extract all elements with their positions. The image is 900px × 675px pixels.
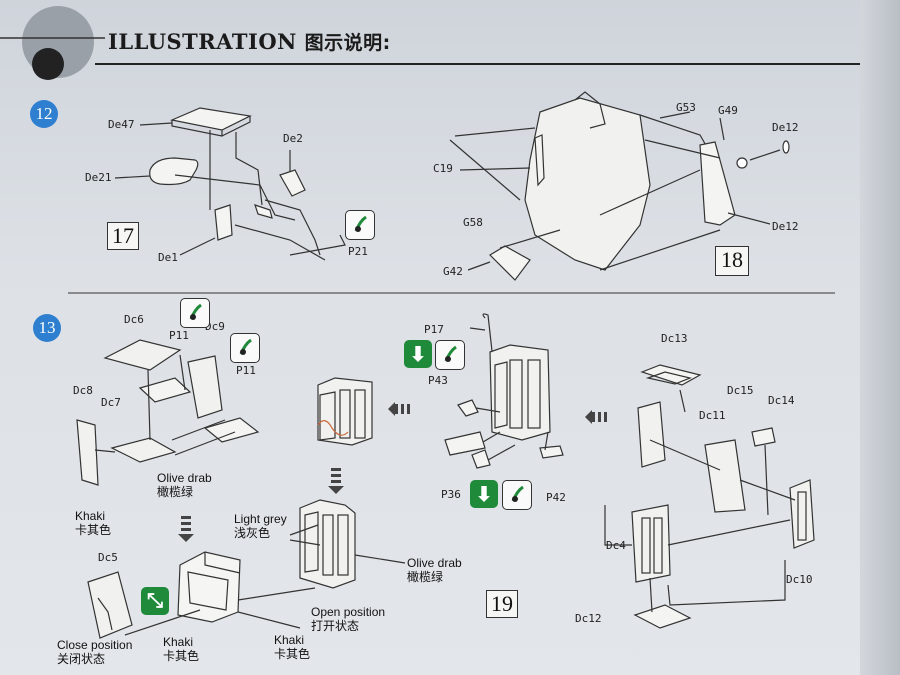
paint-callout-olive-drab: Olive drab 橄榄绿 bbox=[157, 471, 212, 499]
figure-number-19: 19 bbox=[486, 590, 518, 618]
part-label: P43 bbox=[428, 374, 448, 387]
part-label: Dc13 bbox=[661, 332, 688, 345]
title-cn: 图示说明: bbox=[304, 32, 391, 54]
part-label: Dc12 bbox=[575, 612, 602, 625]
part-label: De47 bbox=[108, 118, 135, 131]
glue-drop-icon bbox=[435, 340, 465, 370]
part-label: C19 bbox=[433, 162, 453, 175]
part-label: P11 bbox=[236, 364, 256, 377]
part-label: De2 bbox=[283, 132, 303, 145]
part-label: P17 bbox=[424, 323, 444, 336]
paint-callout-khaki-3: Khaki 卡其色 bbox=[274, 633, 311, 661]
part-label: Dc10 bbox=[786, 573, 813, 586]
bend-down-icon: ⬇ bbox=[470, 480, 498, 508]
fig18-drawing bbox=[449, 91, 790, 281]
part-label: P21 bbox=[348, 245, 368, 258]
step13-middle-drawing bbox=[444, 313, 564, 469]
part-label: G49 bbox=[718, 104, 738, 117]
part-label: Dc8 bbox=[73, 384, 93, 397]
part-label: De12 bbox=[772, 220, 799, 233]
step-badge-12: 12 bbox=[30, 100, 58, 128]
figure-number-18: 18 bbox=[715, 246, 749, 276]
part-label: De12 bbox=[772, 121, 799, 134]
fold-expand-icon: ⤡ bbox=[141, 587, 169, 615]
glue-drop-icon bbox=[502, 480, 532, 510]
flow-arrows bbox=[178, 402, 607, 542]
part-label: Dc7 bbox=[101, 396, 121, 409]
part-label: G58 bbox=[463, 216, 483, 229]
part-label: Dc6 bbox=[124, 313, 144, 326]
glue-drop-icon bbox=[230, 333, 260, 363]
position-callout-open: Open position 打开状态 bbox=[311, 605, 386, 633]
position-callout-close: Close position 关闭状态 bbox=[57, 638, 133, 666]
bend-down-icon: ⬇ bbox=[404, 340, 432, 368]
page-spine bbox=[860, 0, 900, 675]
glue-drop-icon bbox=[180, 298, 210, 328]
part-label: P36 bbox=[441, 488, 461, 501]
part-label: Dc14 bbox=[768, 394, 795, 407]
part-label: Dc15 bbox=[727, 384, 754, 397]
paint-callout-khaki: Khaki 卡其色 bbox=[75, 509, 112, 537]
part-label: De21 bbox=[85, 171, 112, 184]
page-title: ILLUSTRATION 图示说明: bbox=[108, 28, 391, 55]
part-label: P11 bbox=[169, 329, 189, 342]
part-label: De1 bbox=[158, 251, 178, 264]
paint-callout-khaki-2: Khaki 卡其色 bbox=[163, 635, 200, 663]
part-label: Dc11 bbox=[699, 409, 726, 422]
paint-callout-olive-drab-2: Olive drab 橄榄绿 bbox=[407, 556, 462, 584]
glue-drop-icon bbox=[345, 210, 375, 240]
step-badge-13: 13 bbox=[33, 314, 61, 342]
title-en: ILLUSTRATION bbox=[108, 29, 297, 54]
figure-number-17: 17 bbox=[107, 222, 139, 250]
paint-callout-light-grey: Light grey 浅灰色 bbox=[234, 512, 287, 540]
header-decor-dot bbox=[32, 48, 64, 80]
part-label: G42 bbox=[443, 265, 463, 278]
step13-left-drawing bbox=[76, 339, 406, 639]
part-label: P42 bbox=[546, 491, 566, 504]
fig17-drawing bbox=[114, 107, 346, 261]
part-label: Dc5 bbox=[98, 551, 118, 564]
step13-right-drawing bbox=[604, 364, 815, 629]
part-label: Dc4 bbox=[606, 539, 626, 552]
part-label: G53 bbox=[676, 101, 696, 114]
